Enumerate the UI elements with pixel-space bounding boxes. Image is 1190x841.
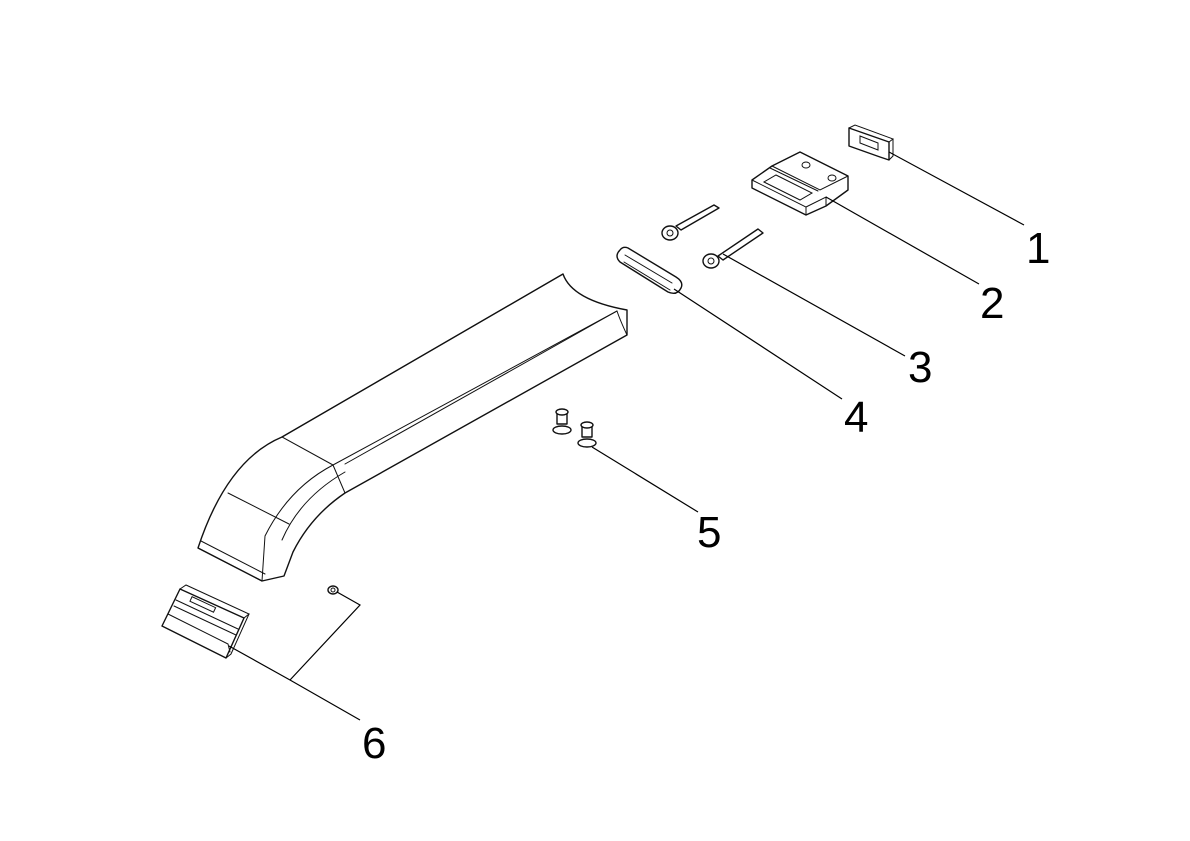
part-3-screws xyxy=(661,204,764,269)
callout-labels: 1 2 3 4 5 6 xyxy=(362,224,1050,768)
leader-3 xyxy=(722,253,906,357)
part-6-end-cap xyxy=(161,584,339,659)
part-4-gasket xyxy=(616,246,683,295)
callout-5: 5 xyxy=(697,508,721,557)
callout-6: 6 xyxy=(362,719,386,768)
part-1-clip xyxy=(848,124,895,161)
callout-2: 2 xyxy=(980,279,1004,328)
part-2-bracket xyxy=(751,151,849,216)
callout-4: 4 xyxy=(844,393,868,442)
callout-3: 3 xyxy=(908,343,932,392)
leader-1 xyxy=(888,151,1025,226)
arm-housing xyxy=(197,273,628,582)
leader-4 xyxy=(673,288,843,400)
leader-5 xyxy=(591,446,699,513)
leader-lines xyxy=(228,151,1025,721)
part-5-screws xyxy=(552,408,597,448)
callout-1: 1 xyxy=(1026,224,1050,273)
leader-2 xyxy=(825,196,980,285)
leader-6 xyxy=(228,645,361,721)
leader-6-setscrew xyxy=(289,591,361,681)
